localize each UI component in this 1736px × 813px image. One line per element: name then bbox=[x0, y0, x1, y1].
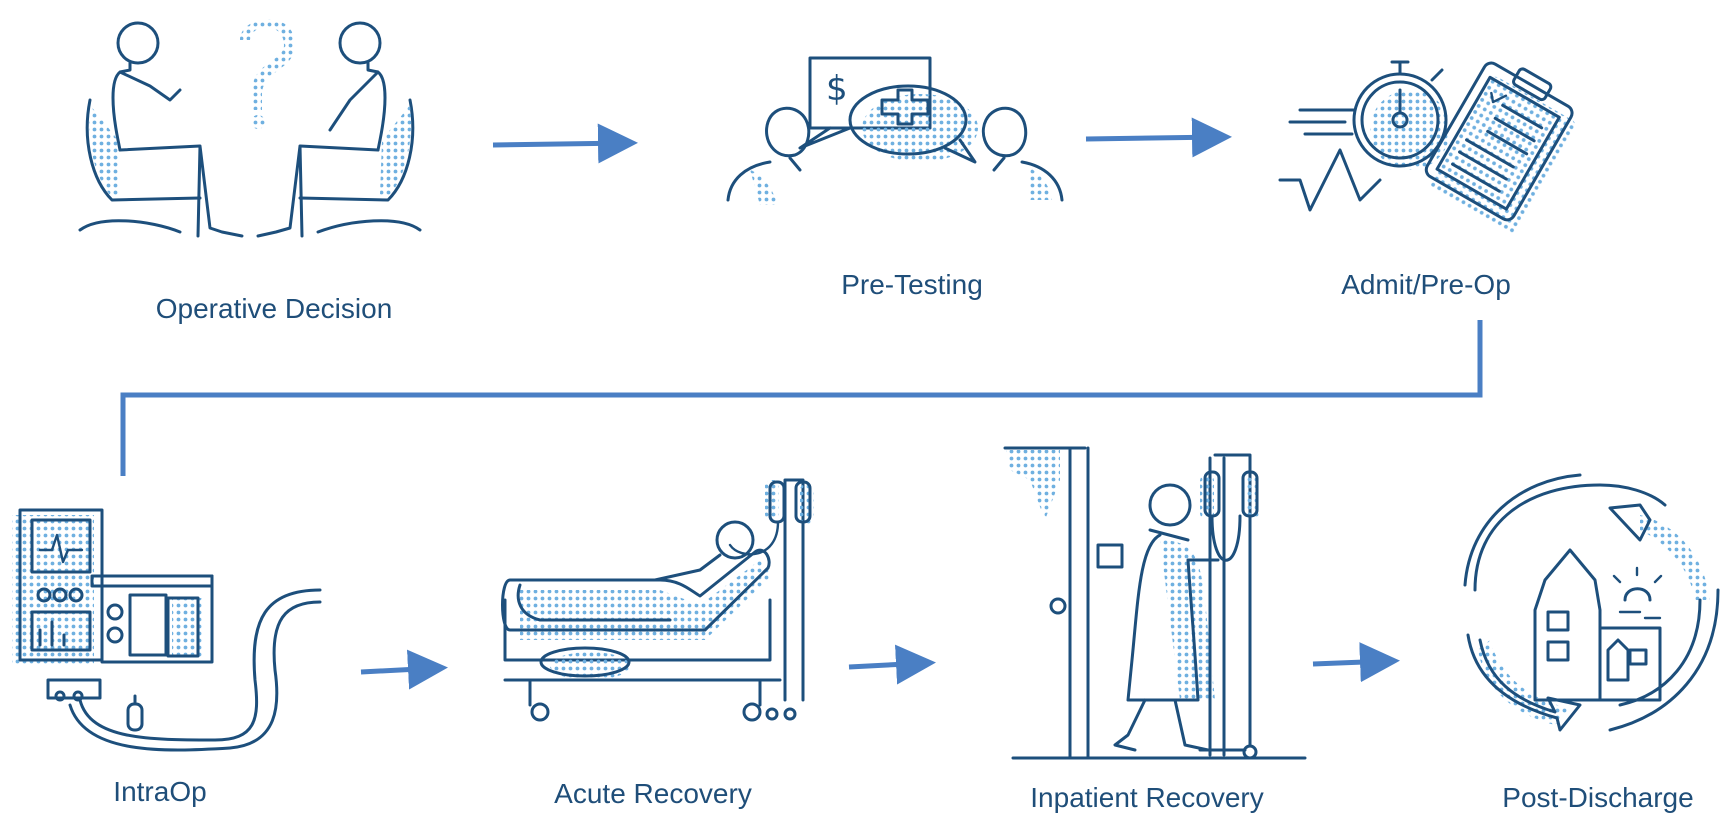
arrow-4 bbox=[360, 649, 448, 690]
connector-row-1-to-row-2 bbox=[120, 320, 1483, 476]
label-acute-recovery: Acute Recovery bbox=[554, 778, 752, 809]
label-pre-testing: Pre-Testing bbox=[841, 269, 983, 300]
arrow-6 bbox=[1312, 642, 1400, 683]
label-inpatient-recovery: Inpatient Recovery bbox=[1030, 782, 1263, 813]
label-admit-pre-op: Admit/Pre-Op bbox=[1341, 269, 1511, 300]
label-post-discharge: Post-Discharge bbox=[1502, 782, 1693, 813]
arrow-2 bbox=[1085, 117, 1232, 158]
arrow-1 bbox=[492, 123, 638, 164]
anesthesia-machine-icon bbox=[12, 508, 322, 752]
home-cycle-icon bbox=[1463, 473, 1720, 732]
hospital-bed-icon bbox=[501, 478, 814, 722]
label-intraop: IntraOp bbox=[113, 776, 206, 807]
pre-testing-chat-icon: $ bbox=[726, 56, 1064, 205]
arrow-5 bbox=[848, 644, 936, 685]
consultation-icon bbox=[78, 19, 422, 238]
step-labels: Operative Decision Pre-Testing Admit/Pre… bbox=[113, 269, 1693, 813]
svg-text:$: $ bbox=[826, 69, 848, 109]
label-operative-decision: Operative Decision bbox=[156, 293, 393, 324]
arrows bbox=[120, 117, 1483, 690]
stopwatch-clipboard-icon bbox=[1278, 60, 1576, 234]
walking-patient-iv-icon bbox=[1003, 446, 1307, 760]
